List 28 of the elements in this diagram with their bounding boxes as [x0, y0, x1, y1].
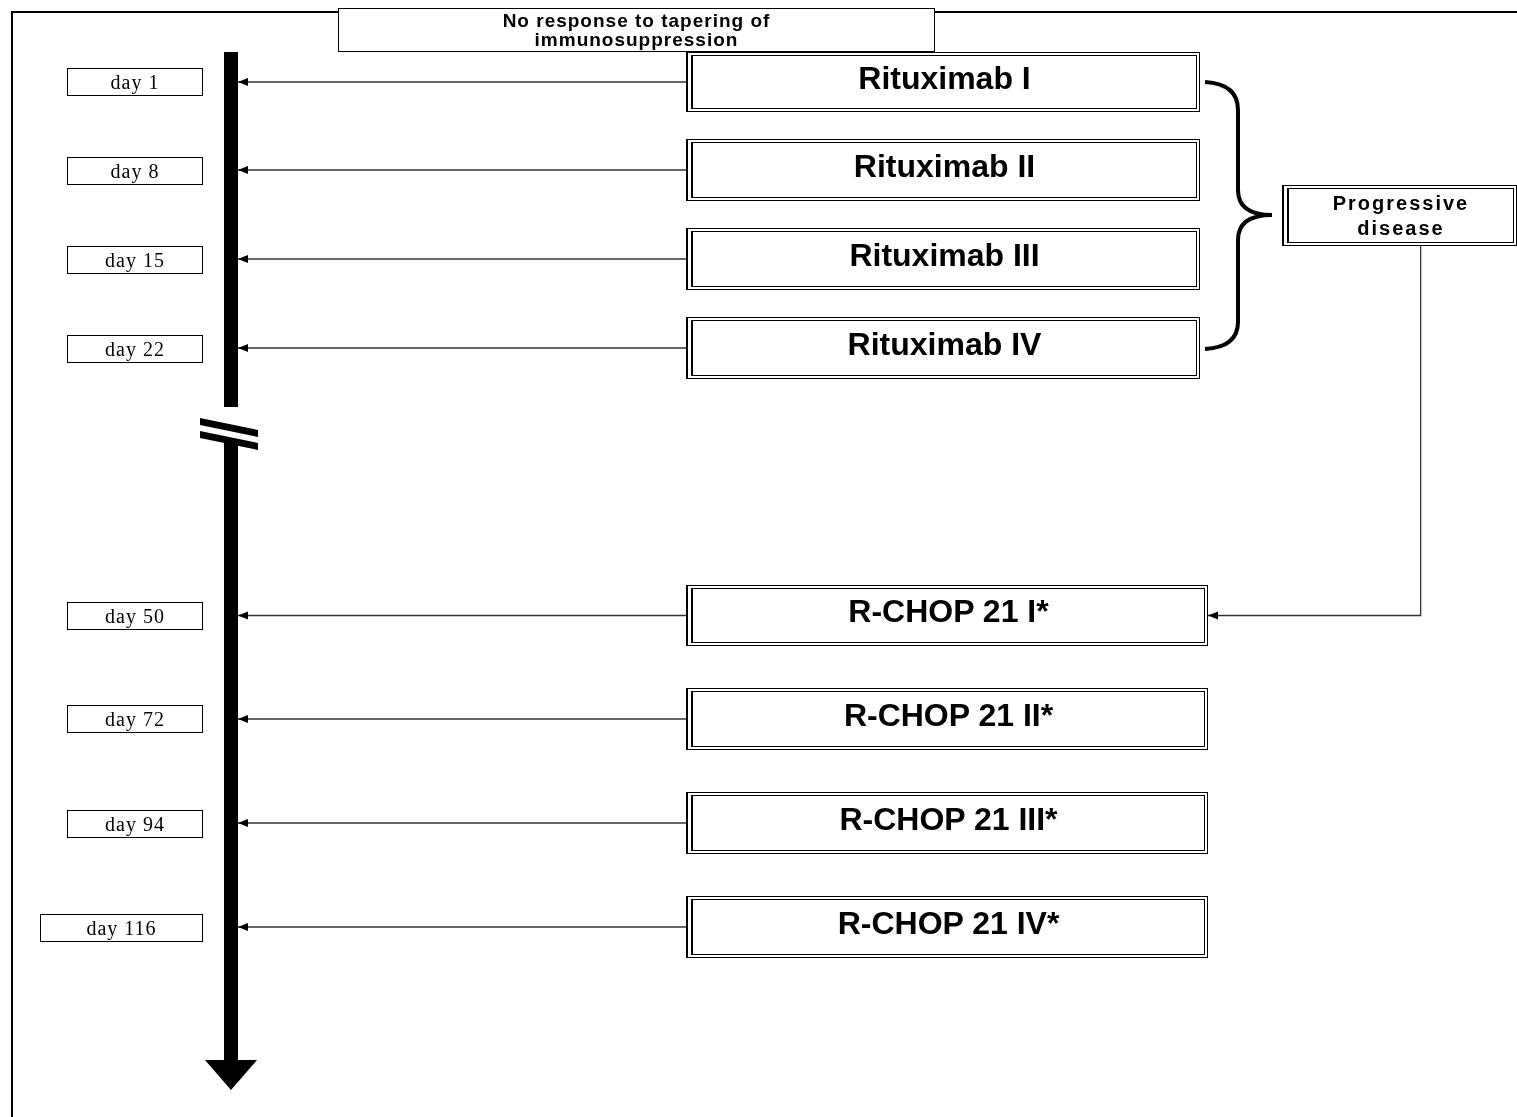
arrow — [237, 255, 687, 263]
treatment-box: Rituximab IV — [686, 317, 1200, 379]
arrow — [237, 923, 687, 931]
treatment-box: R-CHOP 21 I* — [686, 585, 1208, 646]
day-label-box: day 94 — [67, 810, 203, 838]
timeline-bar — [200, 52, 258, 1090]
treatment-box: Rituximab III — [686, 228, 1200, 290]
day-label-box: day 72 — [67, 705, 203, 733]
arrow — [237, 819, 687, 827]
arrow — [1207, 245, 1422, 620]
arrow — [237, 78, 687, 86]
day-label-box: day 1 — [67, 68, 203, 96]
treatment-box: Rituximab II — [686, 139, 1200, 201]
arrow — [237, 344, 687, 352]
header-box: No response to tapering of immunosuppression — [338, 8, 935, 52]
treatment-box: Rituximab I — [686, 52, 1200, 112]
treatment-box: R-CHOP 21 III* — [686, 792, 1208, 854]
outcome-box: Progressive disease — [1282, 185, 1517, 246]
arrow — [237, 611, 687, 620]
treatment-box: R-CHOP 21 IV* — [686, 896, 1208, 958]
arrow — [237, 166, 687, 174]
day-label-box: day 15 — [67, 246, 203, 274]
day-label-box: day 22 — [67, 335, 203, 363]
treatment-box: R-CHOP 21 II* — [686, 688, 1208, 750]
arrow — [237, 715, 687, 723]
day-label-box: day 50 — [67, 602, 203, 630]
day-label-box: day 8 — [67, 157, 203, 185]
day-label-box: day 116 — [40, 914, 203, 942]
